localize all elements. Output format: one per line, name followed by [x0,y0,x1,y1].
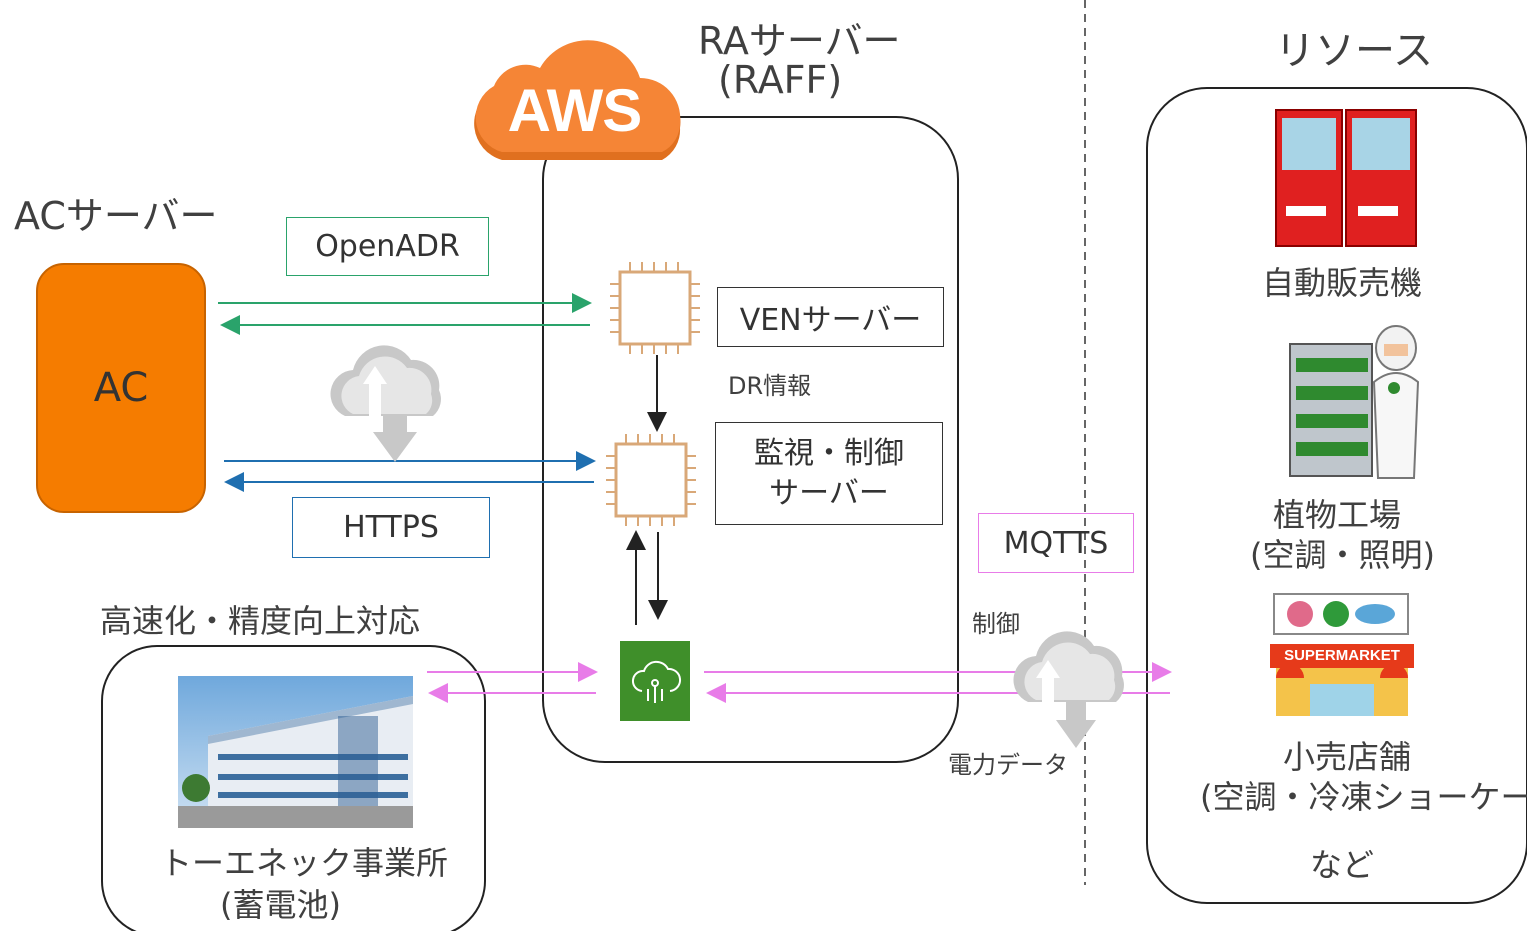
https-label: HTTPS [292,497,490,558]
retail-store-sublabel: (空調・冷凍ショーケース) [1200,778,1527,816]
monitor-server-label-2: サーバー [769,475,889,511]
mqtts-label: MQTTS [978,513,1134,573]
resources-container [1146,87,1527,904]
office-building-image [178,676,413,828]
https-label-text: HTTPS [343,510,439,545]
control-label: 制御 [972,610,1020,638]
supermarket-image: SUPERMARKET [1270,592,1414,718]
site-name: トーエネック事業所 [160,844,449,882]
resources-title: リソース [1275,28,1433,74]
plant-factory-label: 植物工場 [1273,496,1402,534]
ra-server-title: RAサーバー [698,19,901,63]
plant-factory-image [1288,322,1423,482]
site-heading: 高速化・精度向上対応 [100,602,421,640]
openadr-label: OpenADR [286,217,489,276]
vending-machine-image [1272,106,1420,250]
monitor-chip-icon [606,434,696,530]
supermarket-sign-text: SUPERMARKET [1284,647,1400,664]
site-container [101,645,486,931]
mqtts-label-text: MQTTS [1003,525,1109,561]
ac-box[interactable]: AC [36,263,206,513]
monitor-server-label-1: 監視・制御 [754,435,904,471]
power-data-label: 電力データ [948,751,1068,779]
plant-factory-sublabel: (空調・照明) [1250,536,1435,574]
ac-box-label: AC [93,365,149,411]
aws-cloud-icon [474,40,681,160]
ven-chip-icon [610,262,700,358]
aws-logo: AWS [472,28,687,168]
vending-machine-label: 自動販売機 [1262,264,1423,302]
cloud-transfer-icon [330,345,441,462]
ac-server-title: ACサーバー [14,194,218,238]
aws-logo-text: AWS [507,77,643,144]
ven-server-label: VENサーバー [739,303,922,338]
dr-info-label: DR情報 [728,372,812,400]
ven-server-box[interactable]: VENサーバー [717,287,944,347]
retail-store-label: 小売店舗 [1283,738,1412,776]
site-subname: (蓄電池) [220,886,341,924]
ra-server-subtitle: (RAFF) [718,58,843,102]
openadr-label-text: OpenADR [315,229,460,264]
iot-core-icon [620,641,690,721]
ra-server-container [542,116,959,763]
resources-etc-label: など [1310,846,1375,884]
cloud-transfer-icon-right [1013,631,1124,748]
monitor-server-box[interactable]: 監視・制御 サーバー [715,422,943,525]
